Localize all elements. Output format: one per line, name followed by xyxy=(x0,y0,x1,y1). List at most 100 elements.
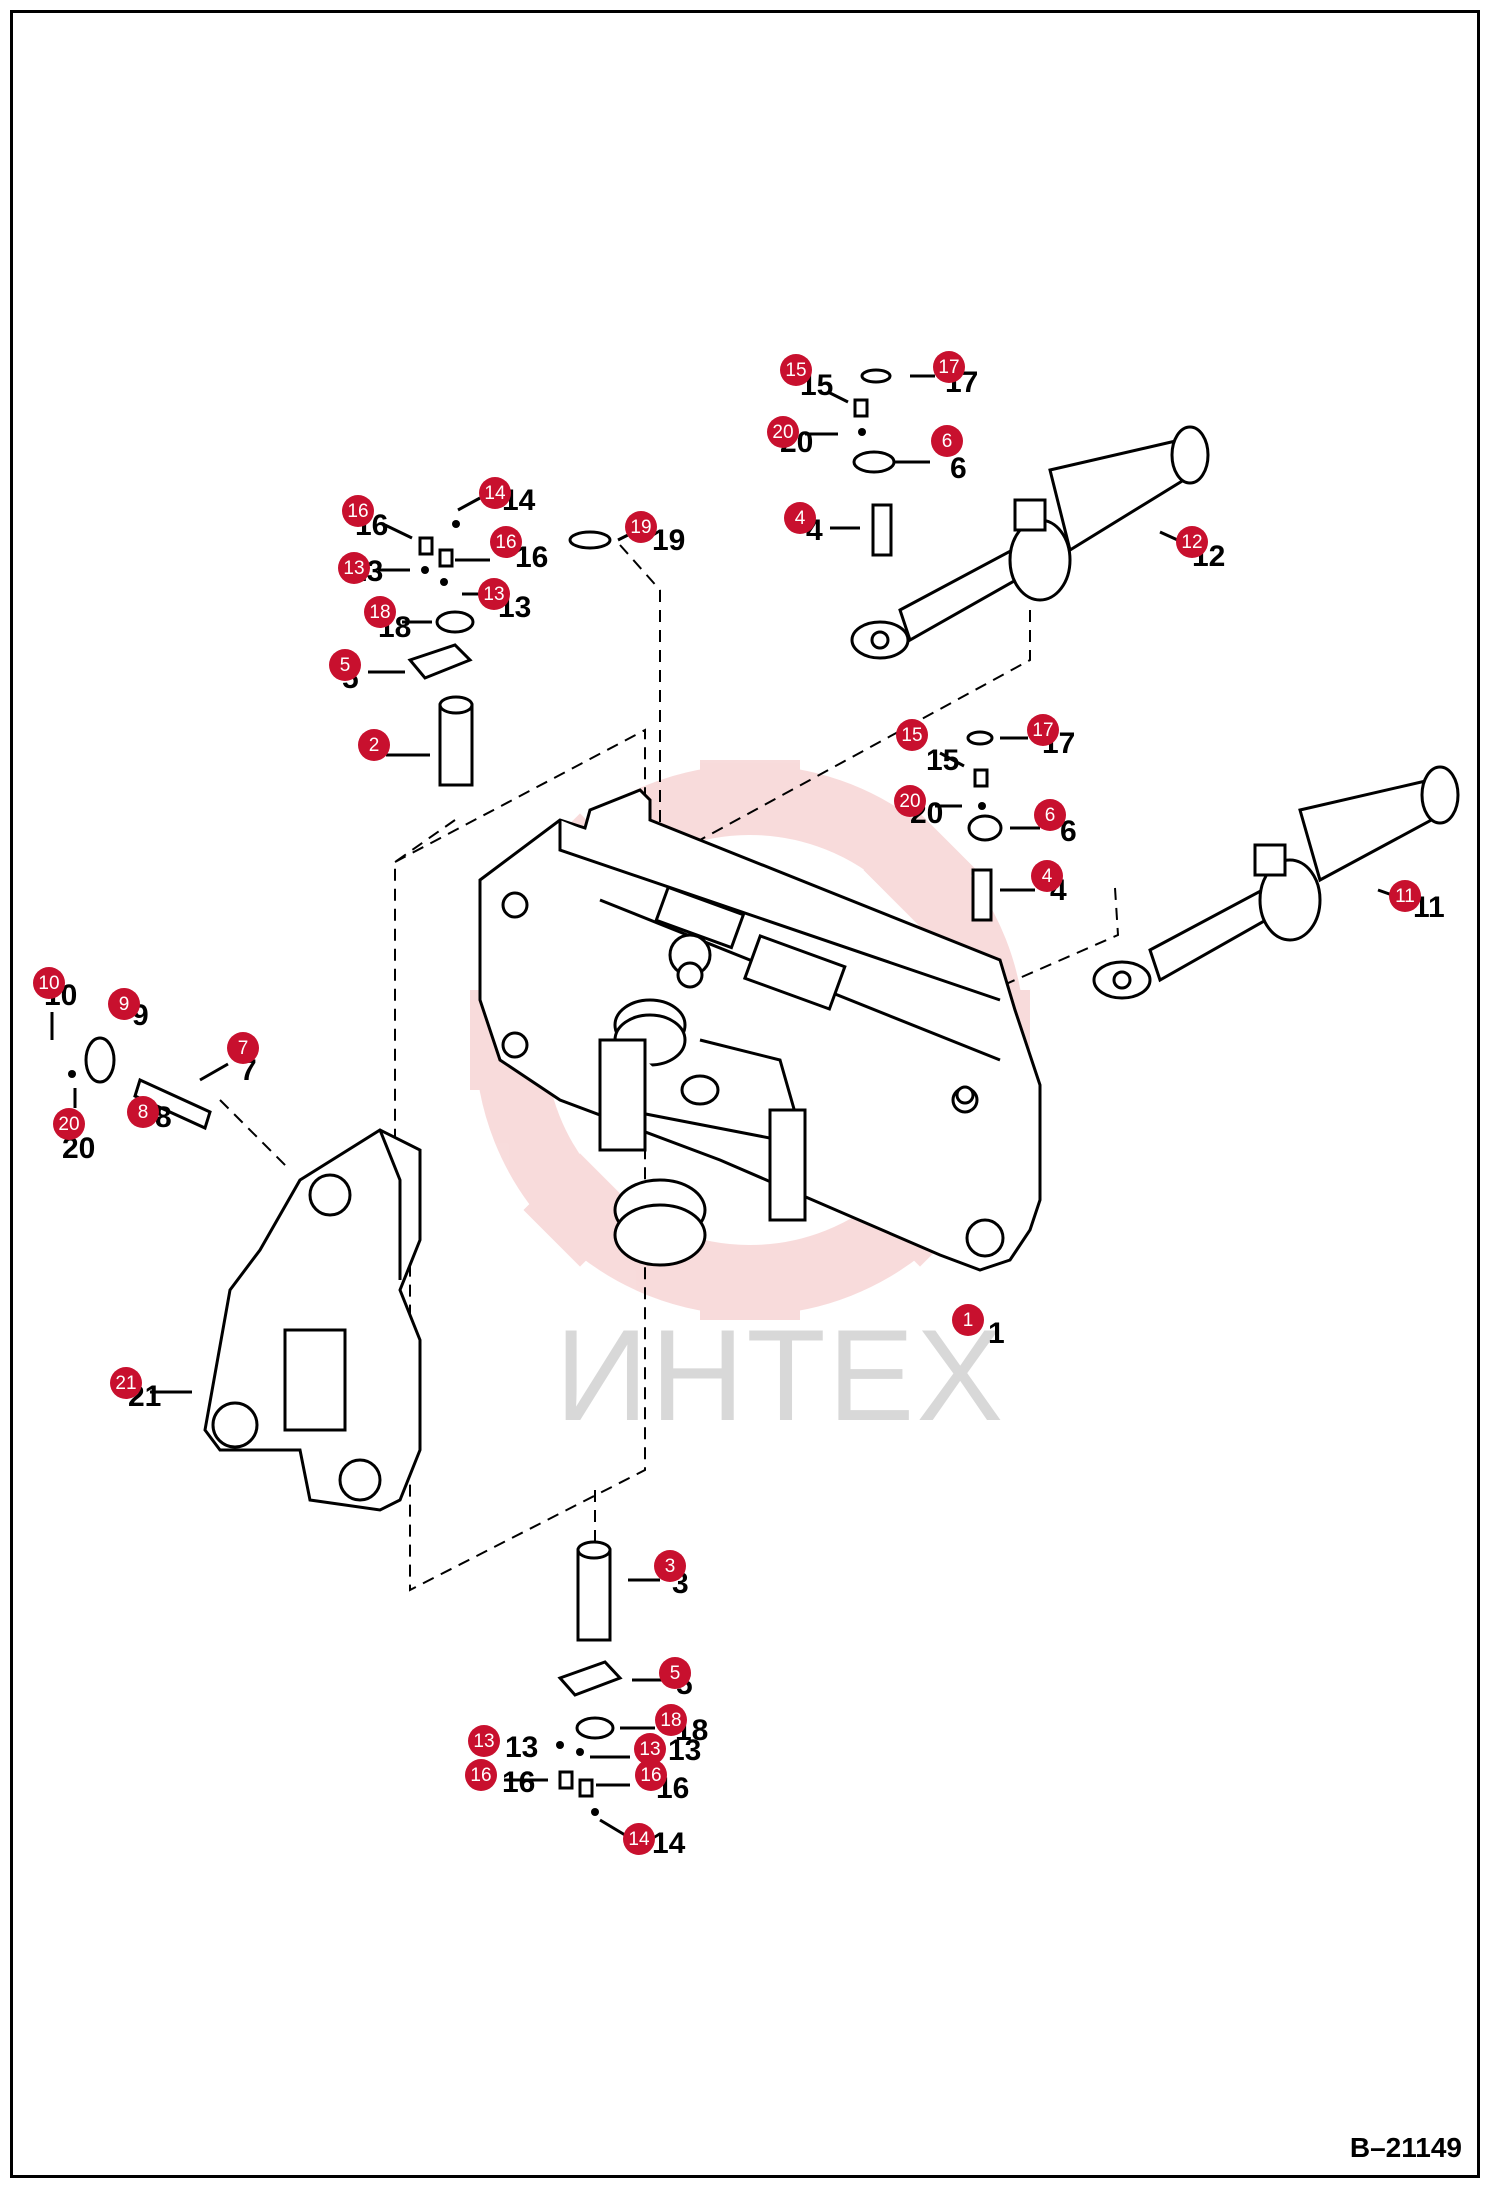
callout-badge[interactable] xyxy=(654,1550,686,1582)
callout-badge[interactable] xyxy=(933,351,965,383)
callout-badge[interactable] xyxy=(767,416,799,448)
callout-label: 5 xyxy=(670,1663,681,1684)
callout-badge[interactable] xyxy=(490,526,522,558)
callout-badge[interactable] xyxy=(659,1657,691,1689)
callout-label: 19 xyxy=(630,517,651,538)
callout-badge[interactable] xyxy=(110,1367,142,1399)
callout-6[interactable]: 66 xyxy=(1010,799,1077,848)
callout-badge[interactable] xyxy=(33,967,65,999)
part-number-label: 6 xyxy=(950,452,967,485)
callout-badge[interactable] xyxy=(896,719,928,751)
callout-label: 13 xyxy=(483,584,504,605)
callout-badge[interactable] xyxy=(479,477,511,509)
callout-4[interactable]: 44 xyxy=(1000,860,1067,907)
hardware-parts xyxy=(84,368,1003,1798)
callout-badge[interactable] xyxy=(342,495,374,527)
callout-1[interactable]: 11 xyxy=(952,1304,1005,1350)
callout-badge[interactable] xyxy=(634,1733,666,1765)
callout-badge[interactable] xyxy=(1176,526,1208,558)
callout-badge[interactable] xyxy=(478,578,510,610)
callout-badge[interactable] xyxy=(952,1304,984,1336)
callout-badge[interactable] xyxy=(364,596,396,628)
callout-3[interactable]: 33 xyxy=(628,1550,689,1600)
callout-9[interactable]: 99 xyxy=(108,988,149,1032)
bracket-part-21 xyxy=(203,1128,422,1512)
callout-badge[interactable] xyxy=(465,1759,497,1791)
leader-line xyxy=(457,496,481,512)
callout-badge[interactable] xyxy=(108,988,140,1020)
callout-2[interactable]: 22 xyxy=(358,729,430,762)
part-number-label: 15 xyxy=(926,744,959,777)
callout-badge[interactable] xyxy=(655,1704,687,1736)
part-number-label: 6 xyxy=(1060,815,1077,848)
callout-badge[interactable] xyxy=(127,1096,159,1128)
callout-label: 17 xyxy=(938,357,959,378)
callout-label: 6 xyxy=(942,431,953,452)
callouts-layer: 1122334444555566667788991010111112121313… xyxy=(33,351,1445,1860)
callout-badge[interactable] xyxy=(358,729,390,761)
callout-6[interactable]: 66 xyxy=(895,425,967,485)
callout-badge[interactable] xyxy=(468,1725,500,1757)
callout-badge[interactable] xyxy=(53,1108,85,1140)
callout-7[interactable]: 77 xyxy=(199,1032,259,1087)
callout-badge[interactable] xyxy=(1031,860,1063,892)
leader-line xyxy=(617,533,629,542)
callout-label: 9 xyxy=(119,994,130,1015)
callout-label: 13 xyxy=(473,1731,494,1752)
callout-label: 12 xyxy=(1181,532,1202,553)
callout-badge[interactable] xyxy=(625,511,657,543)
part-number-label: 13 xyxy=(668,1734,701,1767)
callout-badge[interactable] xyxy=(338,552,370,584)
callout-badge[interactable] xyxy=(623,1823,655,1855)
callout-badge[interactable] xyxy=(1034,799,1066,831)
callout-badge[interactable] xyxy=(635,1759,667,1791)
part-number-label: 8 xyxy=(155,1101,172,1134)
part-number-label: 19 xyxy=(652,524,685,557)
callout-badge[interactable] xyxy=(227,1032,259,1064)
callout-label: 4 xyxy=(1042,866,1053,887)
callout-label: 1 xyxy=(963,1310,974,1331)
callout-badge[interactable] xyxy=(1027,714,1059,746)
leader-line xyxy=(199,1062,229,1082)
figure-id: B–21149 xyxy=(1349,2132,1462,2163)
callout-badge[interactable] xyxy=(931,425,963,457)
callout-badge[interactable] xyxy=(784,502,816,534)
callout-badge[interactable] xyxy=(1389,880,1421,912)
callout-label: 10 xyxy=(38,973,59,994)
callout-badge[interactable] xyxy=(329,649,361,681)
leader-line xyxy=(599,1818,626,1837)
callout-5[interactable]: 55 xyxy=(329,649,405,695)
callout-badge[interactable] xyxy=(894,785,926,817)
callout-label: 15 xyxy=(785,360,806,381)
callout-badge[interactable] xyxy=(780,354,812,386)
callout-label: 21 xyxy=(115,1373,136,1394)
callout-label: 7 xyxy=(238,1038,249,1059)
callout-5[interactable]: 55 xyxy=(632,1657,693,1701)
callout-4[interactable]: 44 xyxy=(784,502,860,547)
callout-8[interactable]: 88 xyxy=(127,1096,172,1134)
